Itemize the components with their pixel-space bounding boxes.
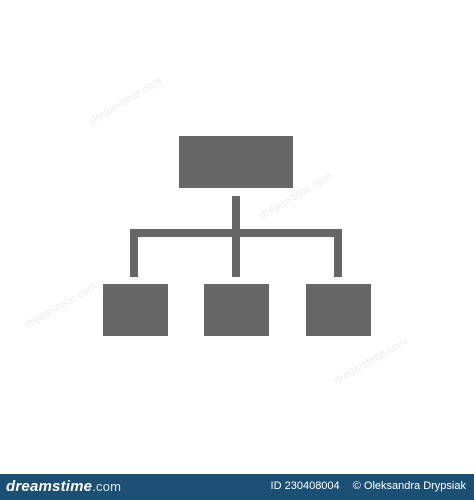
author-credit: © Oleksandra Drypsiak <box>352 480 466 492</box>
stock-meta: ID 230408004 © Oleksandra Drypsiak <box>271 480 466 492</box>
top-node-box <box>179 136 293 188</box>
child-node-box-center <box>204 284 269 336</box>
image-id: ID 230408004 <box>270 480 340 492</box>
stock-logo-main: dreamstime <box>6 478 93 495</box>
child-node-box-right <box>306 284 371 336</box>
connector-horizontal <box>130 229 342 237</box>
stock-logo-sub: .com <box>92 479 122 494</box>
connector-left-drop <box>130 229 138 277</box>
stock-footer-bar: dreamstime.com ID 230408004 © Oleksandra… <box>0 474 474 500</box>
hierarchy-org-chart-icon <box>103 136 371 336</box>
child-node-box-left <box>103 284 168 336</box>
connector-right-drop <box>334 229 342 277</box>
stock-logo: dreamstime.com <box>6 478 121 495</box>
